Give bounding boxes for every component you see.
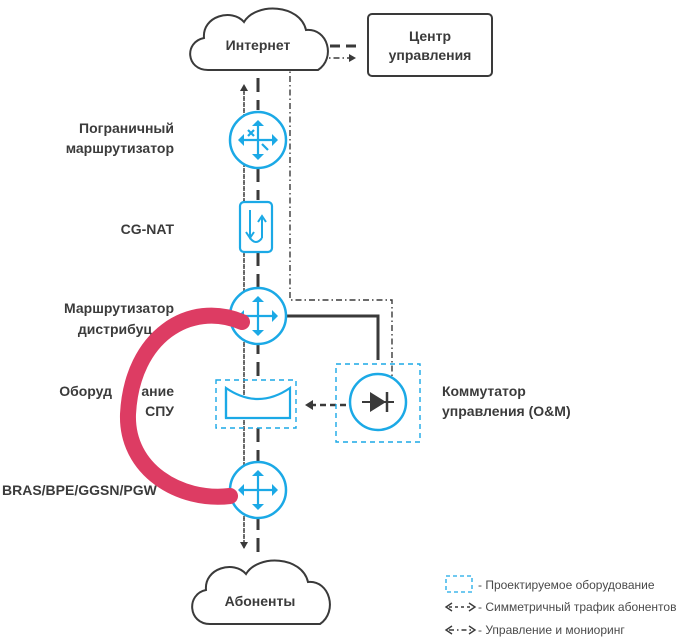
legend-management-swatch bbox=[444, 625, 477, 635]
cloud-icon bbox=[191, 559, 331, 625]
diode-switch-icon bbox=[348, 372, 408, 432]
internet-label: Интернет bbox=[226, 37, 291, 53]
cgnat-icon bbox=[238, 200, 274, 254]
spu-label-1a: Оборуд bbox=[59, 383, 112, 399]
spu-equipment: Оборуд ание СПУ bbox=[59, 379, 297, 429]
legend-designed-swatch bbox=[445, 575, 473, 593]
dpi-box-icon bbox=[224, 385, 292, 420]
distribution-router: Маршрутизатор дистрибуц bbox=[64, 286, 288, 346]
legend-symmetric-label: - Симметричный трафик абонентов bbox=[478, 600, 676, 614]
border-router-label-1: Пограничный bbox=[79, 120, 174, 136]
bras-router: BRAS/BPE/GGSN/PGW bbox=[2, 460, 288, 520]
switch-to-dpi-link bbox=[305, 400, 346, 410]
legend-designed-label: - Проектируемое оборудование bbox=[478, 578, 655, 592]
internet-cloud: Интернет bbox=[189, 7, 329, 71]
legend-management-label: - Управление и мониоринг bbox=[478, 623, 625, 637]
router-to-switch-link bbox=[286, 314, 380, 360]
mgmt-switch-label-2: управления (O&M) bbox=[442, 403, 571, 419]
spu-label-1b: ание bbox=[141, 383, 174, 399]
legend: - Проектируемое оборудование - Симметрич… bbox=[444, 575, 676, 637]
dist-router-label-1: Маршрутизатор bbox=[64, 300, 174, 316]
cloud-icon bbox=[189, 7, 329, 71]
legend-symmetric-swatch bbox=[444, 602, 477, 612]
mgmt-switch: Коммутатор управления (O&M) bbox=[335, 363, 571, 443]
annotation-arc bbox=[119, 307, 250, 505]
dist-router-label-2: дистрибуц bbox=[78, 321, 153, 337]
subscribers-cloud: Абоненты bbox=[191, 559, 331, 625]
control-center-label-2: управления bbox=[389, 47, 472, 63]
cgnat-node: CG-NAT bbox=[121, 200, 274, 254]
bras-label: BRAS/BPE/GGSN/PGW bbox=[2, 482, 158, 498]
router-icon bbox=[228, 110, 288, 170]
router-icon bbox=[228, 460, 288, 520]
border-router-label-2: маршрутизатор bbox=[66, 140, 174, 156]
border-router: Пограничный маршрутизатор bbox=[66, 110, 288, 170]
mgmt-switch-label-1: Коммутатор bbox=[442, 383, 526, 399]
subscribers-label: Абоненты bbox=[225, 593, 296, 609]
spu-label-2: СПУ bbox=[145, 403, 174, 419]
control-center-box: Центр управления bbox=[367, 13, 493, 77]
cgnat-label: CG-NAT bbox=[121, 221, 175, 237]
control-center-label-1: Центр bbox=[409, 28, 451, 44]
